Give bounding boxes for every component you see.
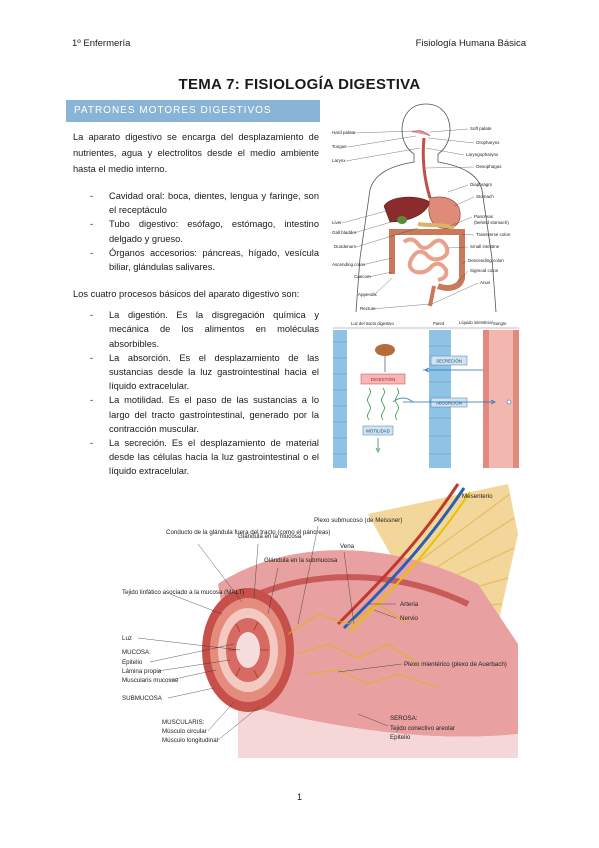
wall-label: Luz (122, 635, 132, 642)
list-bullet: - (90, 219, 94, 230)
list-bullet: - (90, 438, 94, 449)
wall-label: Glándula en la mucosa (238, 533, 302, 540)
section-heading: PATRONES MOTORES DIGESTIVOS (66, 100, 320, 122)
wall-label: Tejido conectivo areolar (390, 725, 455, 732)
anatomy-label: Oesophagus (476, 164, 502, 169)
list-item: - Órganos accesorios: páncreas, hígado, v… (73, 246, 319, 274)
list-item: - Cavidad oral: boca, dientes, lengua y f… (73, 189, 319, 217)
wall-label: Conducto de la glándula fuera del tracto… (166, 529, 330, 536)
list-bullet: - (90, 352, 94, 363)
wall-label: SEROSA: (390, 715, 418, 722)
list-item-text: Órganos accesorios: páncreas, hígado, ve… (109, 247, 319, 273)
list-bullet: - (90, 395, 94, 406)
list-bullet: - (90, 247, 94, 258)
anatomy-label: Oropharynx (476, 140, 500, 145)
anatomy-label: Larynx (332, 158, 346, 163)
wall-label: Tejido linfático asociado a la mucosa (M… (122, 589, 244, 596)
processes-list: - La digestión. Es la disgregación químic… (73, 308, 319, 478)
page-number: 1 (296, 792, 302, 802)
process-box-label: SECRECIÓN (436, 359, 462, 364)
list-item: - La absorción. Es el desplazamiento de l… (73, 351, 319, 394)
column-label: Líquido intersticial (459, 320, 493, 325)
anatomy-label: Soft palate (470, 126, 492, 131)
wall-label: Muscularis mucosae (122, 677, 179, 684)
anatomy-label: Caecum (354, 274, 371, 279)
anatomy-label: Appendix (358, 292, 378, 297)
list-item-text: Tubo digestivo: esófago, estómago, intes… (109, 219, 319, 244)
list-item-text: La digestión. Es la disgregación química… (109, 310, 319, 349)
anatomy-label: Ascending colon (332, 262, 366, 267)
anatomy-label: Gall bladder (332, 230, 357, 235)
anatomy-label: Pancreas (474, 214, 494, 219)
organs-list: - Cavidad oral: boca, dientes, lengua y f… (73, 189, 319, 274)
wall-label: MUSCULARIS: (162, 719, 205, 726)
wall-label: Epitelio (390, 734, 411, 741)
wall-label: Músculo longitudinal (162, 737, 218, 744)
list-item-text: La absorción. Es el desplazamiento de la… (109, 352, 319, 392)
wall-label: Nervio (400, 615, 418, 622)
anatomy-label: Tongue (332, 144, 347, 149)
anatomy-label: Liver (332, 220, 342, 225)
digestive-processes-figure: Luz del tracto digestivo Pared Líquido i… (333, 318, 519, 468)
list-item: - La motilidad. Es el paso de las sustanc… (73, 393, 319, 436)
column-label: Luz del tracto digestivo (351, 321, 395, 326)
anatomy-label: (behind stomach) (474, 220, 509, 225)
anatomy-label: Rectum (360, 306, 376, 311)
anatomy-label: Anus (480, 280, 491, 285)
wall-label: Mesenterio (462, 493, 493, 500)
page-title: TEMA 7: FISIOLOGÍA DIGESTIVA (178, 76, 421, 93)
list-item-text: Cavidad oral: boca, dientes, lengua y fa… (109, 191, 319, 216)
list-item: - La secreción. Es el desplazamiento de m… (73, 436, 319, 479)
wall-label: Lámina propia (122, 668, 162, 675)
list-item: - La digestión. Es la disgregación químic… (73, 308, 319, 351)
wall-label: Vena (340, 543, 355, 550)
anatomy-label: Small intestine (470, 244, 500, 249)
process-box-label: ABSORCIÓN (436, 401, 462, 406)
anatomy-label: Stomach (476, 194, 494, 199)
header-left: 1º Enfermería (72, 38, 131, 49)
process-box-label: MOTILIDAD (366, 429, 389, 434)
column-label: Pared (433, 321, 445, 326)
anatomy-label: Laryngopharynx (466, 152, 499, 157)
wall-label: Plexo mientérico (plexo de Auerbach) (404, 661, 507, 668)
gi-wall-figure: Conducto de la glándula fuera del tracto… (122, 483, 518, 758)
header-right: Fisiología Humana Básica (415, 38, 526, 49)
column-label: Sangre (493, 321, 507, 326)
anatomy-label: Duodenum (334, 244, 356, 249)
digestive-anatomy-figure: Hard palate Tongue Larynx Liver Gall bla… (332, 103, 511, 313)
process-box-label: DIGESTIÓN (371, 376, 396, 382)
list-bullet: - (90, 191, 94, 201)
wall-label: Músculo circular (162, 728, 207, 735)
processes-intro: Los cuatro procesos básicos del aparato … (73, 289, 300, 300)
intro-paragraph: La aparato digestivo se encarga del desp… (73, 132, 319, 174)
list-bullet: - (90, 310, 94, 321)
list-item: - Tubo digestivo: esófago, estómago, inte… (73, 217, 319, 245)
anatomy-label: Diaphragm (470, 182, 492, 187)
wall-label: MUCOSA: (122, 649, 151, 656)
list-item-text: La motilidad. Es el paso de las sustanci… (109, 395, 319, 434)
wall-label: Glándula en la submucosa (264, 557, 338, 564)
anatomy-label: Transverse colon (476, 232, 511, 237)
left-column: La aparato digestivo se encarga del desp… (73, 129, 319, 479)
wall-label: Epitelio (122, 659, 143, 666)
wall-label: Arteria (400, 601, 419, 608)
anatomy-label: Hard palate (332, 130, 356, 135)
anatomy-label: Sigmoid colon (470, 268, 499, 273)
wall-label: Plexo submucoso (de Meissner) (314, 517, 402, 524)
wall-label: SUBMUCOSA (122, 695, 163, 702)
anatomy-label: Descending colon (468, 258, 504, 263)
list-item-text: La secreción. Es el desplazamiento de ma… (109, 438, 319, 477)
